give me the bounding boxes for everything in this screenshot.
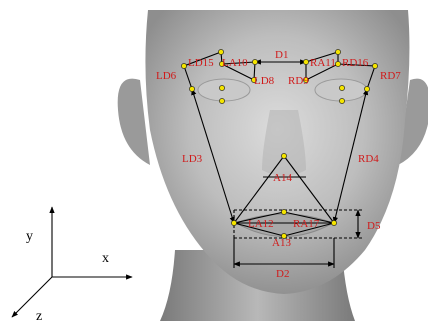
landmark-point — [218, 49, 224, 55]
label-la10: LA10 — [222, 57, 248, 69]
landmark-point — [251, 77, 257, 83]
landmark-point — [303, 77, 309, 83]
left-ear-shape — [117, 78, 150, 165]
landmark-point — [181, 63, 187, 69]
label-d5: D5 — [367, 220, 381, 232]
label-d2: D2 — [276, 268, 289, 280]
landmark-point — [281, 233, 287, 239]
landmark-point — [339, 85, 345, 91]
measurement-labels: LD6 LD15 LA10 LD8 D1 RA11 RD16 RD9 RD7 L… — [156, 49, 401, 280]
label-a14: A14 — [273, 172, 292, 184]
label-la12: LA12 — [248, 218, 274, 230]
landmark-point — [331, 220, 337, 226]
landmark-point — [281, 209, 287, 215]
landmark-point — [335, 61, 341, 67]
landmark-point — [189, 86, 195, 92]
label-ld6: LD6 — [156, 70, 177, 82]
landmark-point — [281, 153, 287, 159]
label-ld8: LD8 — [254, 75, 275, 87]
label-a13: A13 — [272, 237, 291, 249]
right-ear-shape — [398, 78, 428, 165]
landmark-point — [219, 98, 225, 104]
landmark-point — [252, 59, 258, 65]
landmark-point — [303, 59, 309, 65]
label-rd9: RD9 — [288, 75, 309, 87]
axis-label-z: z — [36, 309, 42, 321]
label-ra17: RA17 — [293, 218, 320, 230]
landmark-point — [231, 220, 237, 226]
coordinate-axes: y x z — [11, 206, 133, 321]
nose-shadow — [262, 110, 306, 176]
landmark-point — [335, 49, 341, 55]
label-ra11: RA11 — [310, 57, 336, 69]
axis-label-y: y — [26, 229, 33, 244]
label-ld3: LD3 — [182, 153, 203, 165]
label-rd4: RD4 — [358, 153, 379, 165]
landmark-point — [372, 63, 378, 69]
landmark-point — [219, 61, 225, 67]
landmark-point — [339, 98, 345, 104]
label-ld15: LD15 — [188, 57, 214, 69]
landmark-points — [181, 49, 378, 239]
label-rd16: RD16 — [342, 57, 369, 69]
label-d1: D1 — [275, 49, 288, 61]
landmark-point — [219, 85, 225, 91]
axis-label-x: x — [102, 251, 109, 266]
label-rd7: RD7 — [380, 70, 401, 82]
landmark-point — [364, 86, 370, 92]
